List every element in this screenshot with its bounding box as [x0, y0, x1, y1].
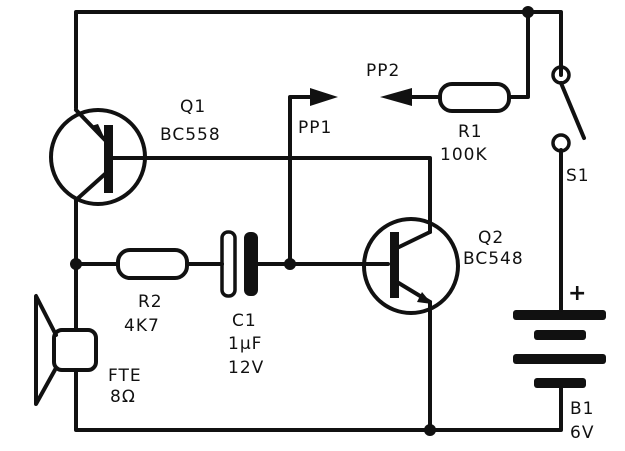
junction-pp1 — [284, 258, 296, 270]
speaker-ref-label: FTE — [108, 366, 142, 386]
battery-plate-3 — [513, 354, 606, 364]
q1-part-label: BC558 — [160, 125, 221, 145]
battery-plate-1 — [513, 310, 606, 320]
transistor-q2 — [362, 217, 460, 315]
resistor-r2 — [116, 248, 189, 280]
battery-plate-4 — [534, 378, 586, 388]
q1-body — [49, 108, 147, 206]
battery-b1 — [513, 298, 606, 400]
q1-emitter-lead — [74, 108, 107, 142]
junction-left — [70, 258, 82, 270]
q2-emitter-arrow-icon — [417, 292, 432, 304]
r1-value-label: 100K — [440, 145, 488, 165]
capacitor-c1 — [220, 230, 258, 298]
speaker-cone — [34, 294, 58, 406]
q1-ref-label: Q1 — [180, 97, 206, 117]
q2-base-bar — [390, 232, 399, 298]
switch-s1 — [551, 65, 586, 153]
resistor-r1 — [438, 82, 511, 113]
c1-plate-left — [220, 230, 237, 298]
r2-ref-label: R2 — [138, 292, 163, 312]
c1-ref-label: C1 — [232, 311, 257, 331]
pp1-arrow-icon — [310, 88, 338, 106]
battery-plate-2 — [534, 330, 586, 340]
pp2-arrow-icon — [380, 88, 412, 106]
battery-ref-label: B1 — [570, 399, 594, 419]
speaker-fte — [34, 294, 98, 406]
switch-ref-label: S1 — [566, 166, 590, 186]
q2-part-label: BC548 — [463, 249, 524, 269]
transistor-q1 — [49, 108, 147, 206]
wire-top-rail — [74, 10, 530, 110]
q2-body — [362, 217, 460, 315]
wire-top-to-switch — [526, 10, 563, 77]
q2-ref-label: Q2 — [478, 228, 504, 248]
junction-bottom — [424, 424, 436, 436]
c1-voltage-label: 12V — [228, 358, 264, 378]
wire-bottom-rail — [74, 392, 563, 432]
pp1-label: PP1 — [298, 118, 332, 138]
r1-ref-label: R1 — [458, 122, 483, 142]
r2-value-label: 4K7 — [124, 316, 160, 336]
junctions — [70, 6, 534, 436]
q2-collector-lead — [395, 230, 432, 250]
q1-emitter-arrow-icon — [91, 124, 104, 137]
wire-r1-to-rail — [507, 10, 530, 99]
junction-top — [522, 6, 534, 18]
battery-value-label: 6V — [570, 423, 594, 443]
wires — [74, 10, 563, 432]
wire-pp1-probe — [288, 95, 314, 266]
q1-collector-lead — [74, 172, 107, 202]
wire-q1-base-to-q2 — [108, 156, 432, 234]
c1-value-label: 1µF — [228, 334, 262, 354]
c1-plate-right — [244, 232, 258, 296]
switch-contact-bottom — [551, 133, 571, 153]
switch-lever — [559, 81, 586, 140]
q1-base-bar — [104, 125, 113, 193]
pp2-label: PP2 — [366, 61, 400, 81]
speaker-magnet — [52, 328, 98, 372]
battery-plus-sign: + — [568, 281, 586, 306]
speaker-value-label: 8Ω — [110, 387, 136, 407]
